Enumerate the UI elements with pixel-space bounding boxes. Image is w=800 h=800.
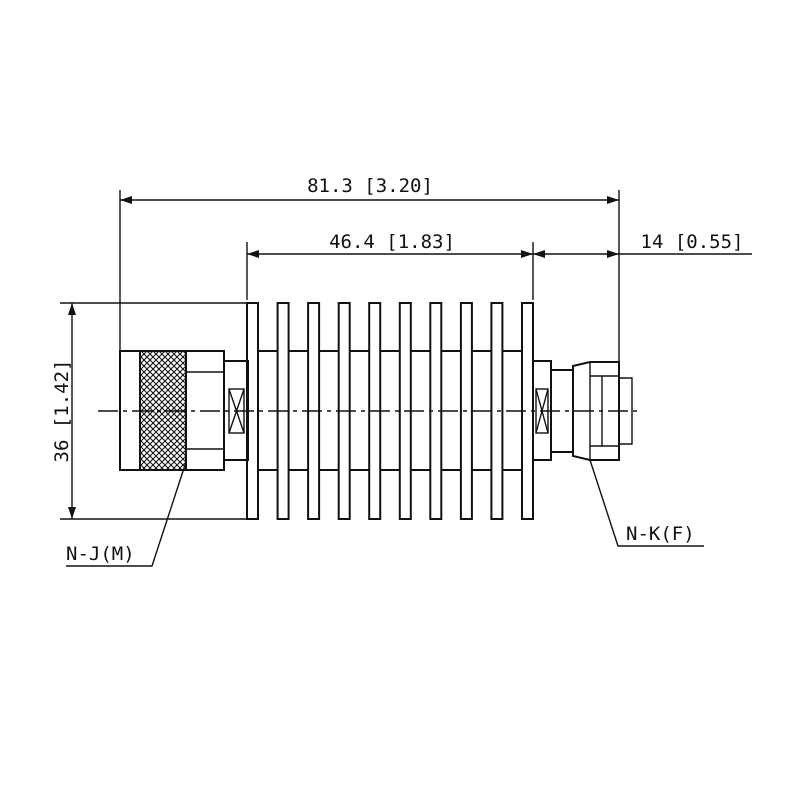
- body-length-dimension: 46.4 [1.83]: [247, 231, 533, 258]
- right-connector-label: N-K(F): [626, 523, 695, 545]
- overall-length-label: 81.3 [3.20]: [307, 175, 433, 197]
- left-connector-leader: N-J(M): [66, 461, 187, 567]
- right-connector-leader: N-K(F): [589, 459, 704, 547]
- left-connector-label: N-J(M): [66, 543, 135, 565]
- body-length-label: 46.4 [1.83]: [329, 231, 455, 253]
- height-dimension: 36 [1.42]: [51, 303, 76, 519]
- height-label: 36 [1.42]: [51, 360, 73, 463]
- connector-length-label: 14 [0.55]: [641, 231, 744, 253]
- connector-length-dimension: 14 [0.55]: [533, 231, 752, 258]
- overall-length-dimension: 81.3 [3.20]: [120, 175, 619, 204]
